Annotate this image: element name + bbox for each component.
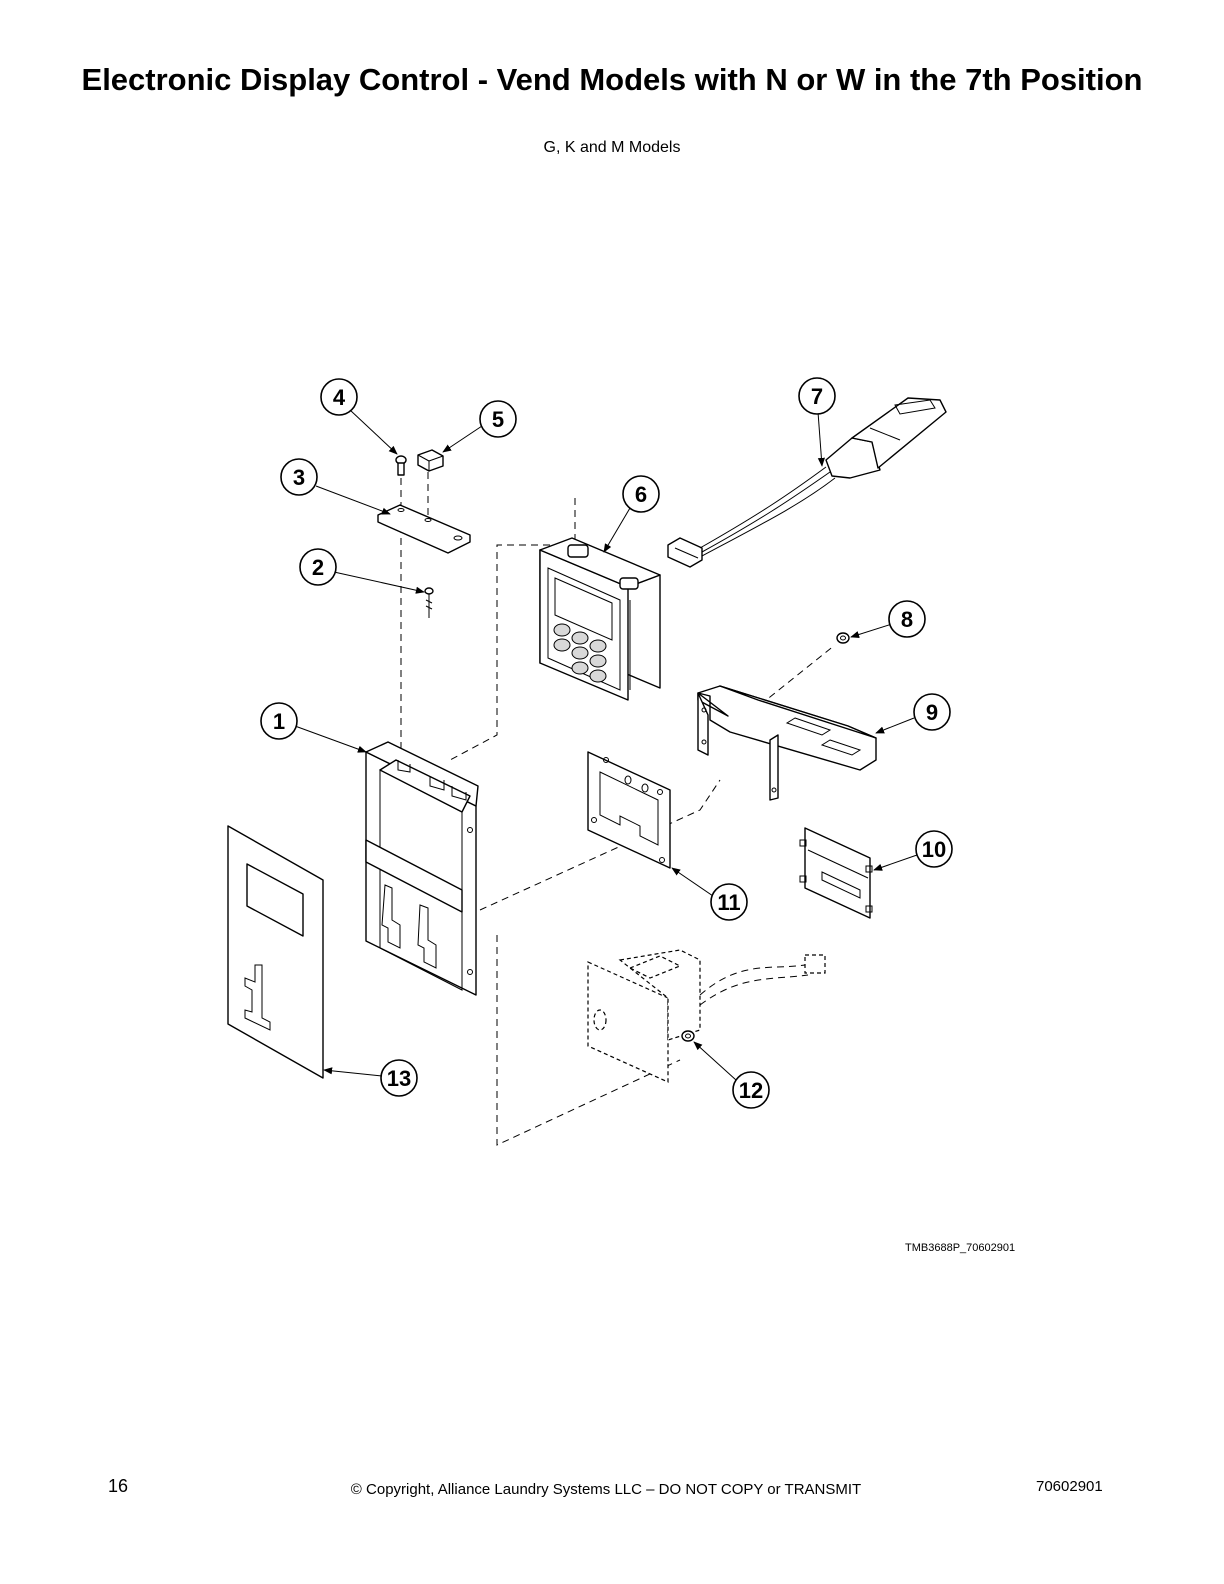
part-7-wire-harness	[667, 397, 947, 568]
part-8-nut	[836, 632, 850, 644]
assembly-guide-lines	[400, 460, 836, 1146]
callout-10: 10	[915, 830, 953, 868]
part-11-bracket-plate	[587, 751, 671, 869]
callout-6: 6	[622, 475, 660, 513]
callout-label: 6	[635, 482, 647, 507]
callout-3: 3	[280, 458, 318, 496]
page-number: 16	[108, 1476, 129, 1496]
callout-label: 11	[717, 890, 740, 915]
part-1-mounting-bracket	[365, 741, 479, 996]
part-5-clip	[417, 449, 444, 472]
part-10-small-bracket	[799, 827, 873, 919]
callout-label: 9	[926, 700, 938, 725]
callout-label: 2	[312, 555, 324, 580]
callout-label: 3	[293, 465, 305, 490]
callout-label: 13	[387, 1066, 411, 1091]
document-number: 70602901	[1036, 1478, 1103, 1495]
callout-8: 8	[888, 600, 926, 638]
copyright-notice: © Copyright, Alliance Laundry Systems LL…	[350, 1481, 862, 1498]
part-3-mounting-plate	[377, 504, 471, 554]
part-13-overlay-panel	[227, 825, 324, 1079]
callout-12: 12	[732, 1071, 770, 1109]
callout-2: 2	[299, 548, 337, 586]
callout-leader-lines	[294, 409, 918, 1081]
callout-label: 4	[333, 385, 346, 410]
callout-label: 8	[901, 607, 913, 632]
callout-label: 5	[492, 407, 504, 432]
keypad-buttons	[553, 623, 607, 683]
callout-9: 9	[913, 693, 951, 731]
callout-label: 12	[739, 1078, 763, 1103]
callout-label: 1	[273, 709, 285, 734]
callout-1: 1	[260, 702, 298, 740]
figure-code: TMB3688P_70602901	[905, 1242, 1016, 1254]
callout-label: 10	[922, 837, 946, 862]
part-12-coin-device-assembly	[587, 949, 826, 1083]
callout-label: 7	[811, 384, 823, 409]
part-6-display-control	[539, 537, 661, 701]
callout-11: 11	[710, 883, 748, 921]
part-2-screw	[424, 587, 434, 618]
page-title: Electronic Display Control - Vend Models…	[81, 62, 1143, 97]
callout-4: 4	[320, 378, 358, 416]
callout-5: 5	[479, 400, 517, 438]
part-4-screw	[395, 455, 407, 476]
page-subtitle: G, K and M Models	[543, 139, 681, 156]
callout-13: 13	[380, 1059, 418, 1097]
part-9-bracket	[697, 685, 877, 801]
callout-7: 7	[798, 377, 836, 415]
